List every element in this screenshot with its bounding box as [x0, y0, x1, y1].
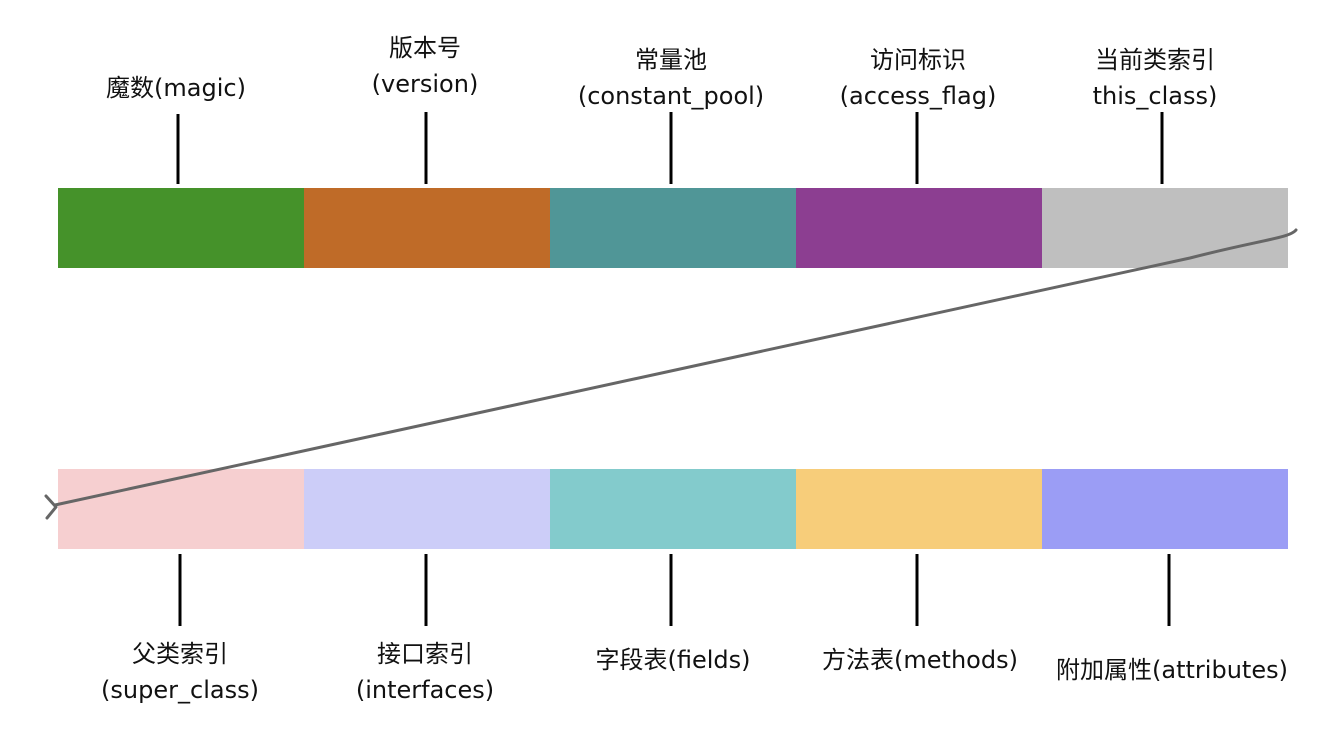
segment-fields — [550, 469, 796, 549]
label-version: 版本号 (version) — [371, 34, 479, 98]
tick-methods — [915, 554, 919, 626]
label-fields: 字段表(fields) — [595, 646, 751, 674]
segment-methods — [796, 469, 1042, 549]
label-super-class: 父类索引 (super_class) — [101, 640, 259, 704]
tick-attributes — [1167, 554, 1171, 626]
tick-access-flag — [915, 112, 919, 184]
segment-interfaces — [304, 469, 550, 549]
segment-this-class — [1042, 188, 1288, 268]
top-structure-row — [58, 188, 1288, 268]
label-this-class: 当前类索引 this_class) — [1092, 46, 1218, 110]
tick-interfaces — [424, 554, 428, 626]
tick-version — [424, 112, 428, 184]
wrap-connector-path — [53, 228, 1298, 507]
tick-constant-pool — [669, 112, 673, 184]
tick-this-class — [1160, 112, 1164, 184]
segment-version — [304, 188, 550, 268]
label-constant-pool: 常量池 (constant_pool) — [577, 46, 765, 110]
label-attributes: 附加属性(attributes) — [1056, 656, 1288, 684]
wrap-connector-arrowhead — [44, 494, 58, 520]
segment-access-flag — [796, 188, 1042, 268]
segment-constant-pool — [550, 188, 796, 268]
label-magic: 魔数(magic) — [106, 74, 246, 102]
bottom-structure-row — [58, 469, 1288, 549]
segment-magic — [58, 188, 304, 268]
label-interfaces: 接口索引 (interfaces) — [355, 640, 495, 704]
tick-magic — [176, 114, 180, 184]
tick-super-class — [178, 554, 182, 626]
label-methods: 方法表(methods) — [822, 646, 1018, 674]
segment-attributes — [1042, 469, 1288, 549]
tick-fields — [669, 554, 673, 626]
segment-super-class — [58, 469, 304, 549]
label-access-flag: 访问标识 (access_flag) — [839, 46, 997, 110]
